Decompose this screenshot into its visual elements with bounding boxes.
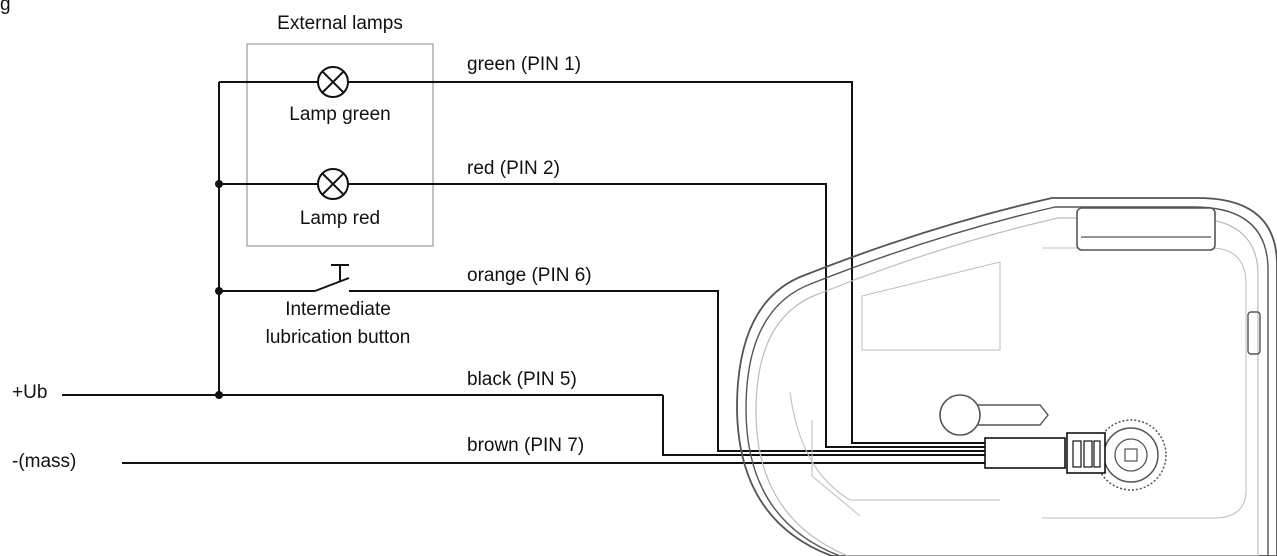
push-button-symbol bbox=[314, 264, 350, 292]
wire-orange-pin6 bbox=[349, 290, 1000, 452]
wire-green-pin1 bbox=[348, 81, 1000, 444]
negative-supply-label: -(mass) bbox=[12, 451, 77, 472]
positive-supply-label: +Ub bbox=[12, 382, 48, 403]
wire-black-label: black (PIN 5) bbox=[467, 369, 577, 390]
lamp-green-label: Lamp green bbox=[289, 104, 391, 125]
junction-dot bbox=[215, 180, 223, 188]
lamp-red-label: Lamp red bbox=[299, 208, 381, 229]
wire-orange-label: orange (PIN 6) bbox=[467, 265, 592, 286]
corner-fragment-text: g bbox=[0, 0, 11, 15]
wire-red-pin2 bbox=[348, 183, 1000, 448]
wire-green-label: green (PIN 1) bbox=[467, 54, 582, 75]
button-label-line1: Intermediate bbox=[285, 299, 391, 320]
unit-housing bbox=[736, 197, 1277, 556]
lamp-red-symbol bbox=[317, 168, 349, 200]
external-lamps-title: External lamps bbox=[277, 13, 403, 34]
external-lamps-box bbox=[246, 43, 434, 247]
wire-black-pin5 bbox=[662, 395, 1000, 456]
wire-red-label: red (PIN 2) bbox=[467, 158, 560, 179]
button-label-line2: lubrication button bbox=[265, 327, 411, 348]
junction-dot bbox=[215, 287, 223, 295]
wire-brown-label: brown (PIN 7) bbox=[467, 435, 585, 456]
lamp-green-symbol bbox=[317, 66, 349, 98]
